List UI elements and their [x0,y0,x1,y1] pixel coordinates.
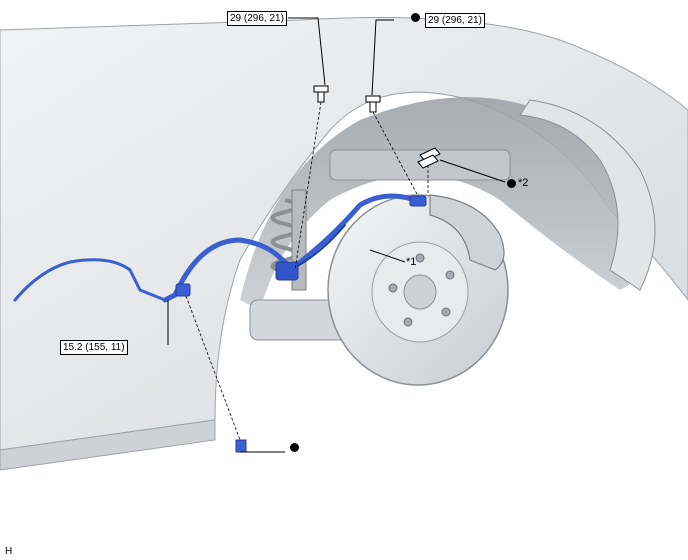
reuse-mark-part-2 [507,178,516,188]
hose-union [175,283,191,297]
clip-bottom [235,439,247,453]
wheel-studs [388,253,455,327]
reuse-mark-bottom-clip [290,443,299,452]
reuse-mark-right-bolt [411,13,420,22]
part-label-2: *2 [507,177,528,190]
lower-sill [0,419,216,471]
dashed-install-lines [185,101,429,441]
brake-caliper [429,194,505,271]
fender-liner [519,99,656,291]
bolt-right [365,95,381,113]
flexible-hose-bracket [275,261,299,281]
torque-callout-right-bolt: 29 (296, 21) [425,13,485,28]
figure-code: H [5,546,13,557]
brake-line [13,193,418,303]
leader-lines [167,17,506,453]
part-2-text: *2 [518,177,529,189]
part-label-1: *1 [406,256,417,268]
union-bolt [409,195,427,207]
torque-callout-union: 15.2 (155, 11) [60,340,128,355]
hub-center [403,274,437,310]
torque-callout-left-bolt: 29 (296, 21) [227,11,287,26]
clip-part-2 [417,147,441,169]
